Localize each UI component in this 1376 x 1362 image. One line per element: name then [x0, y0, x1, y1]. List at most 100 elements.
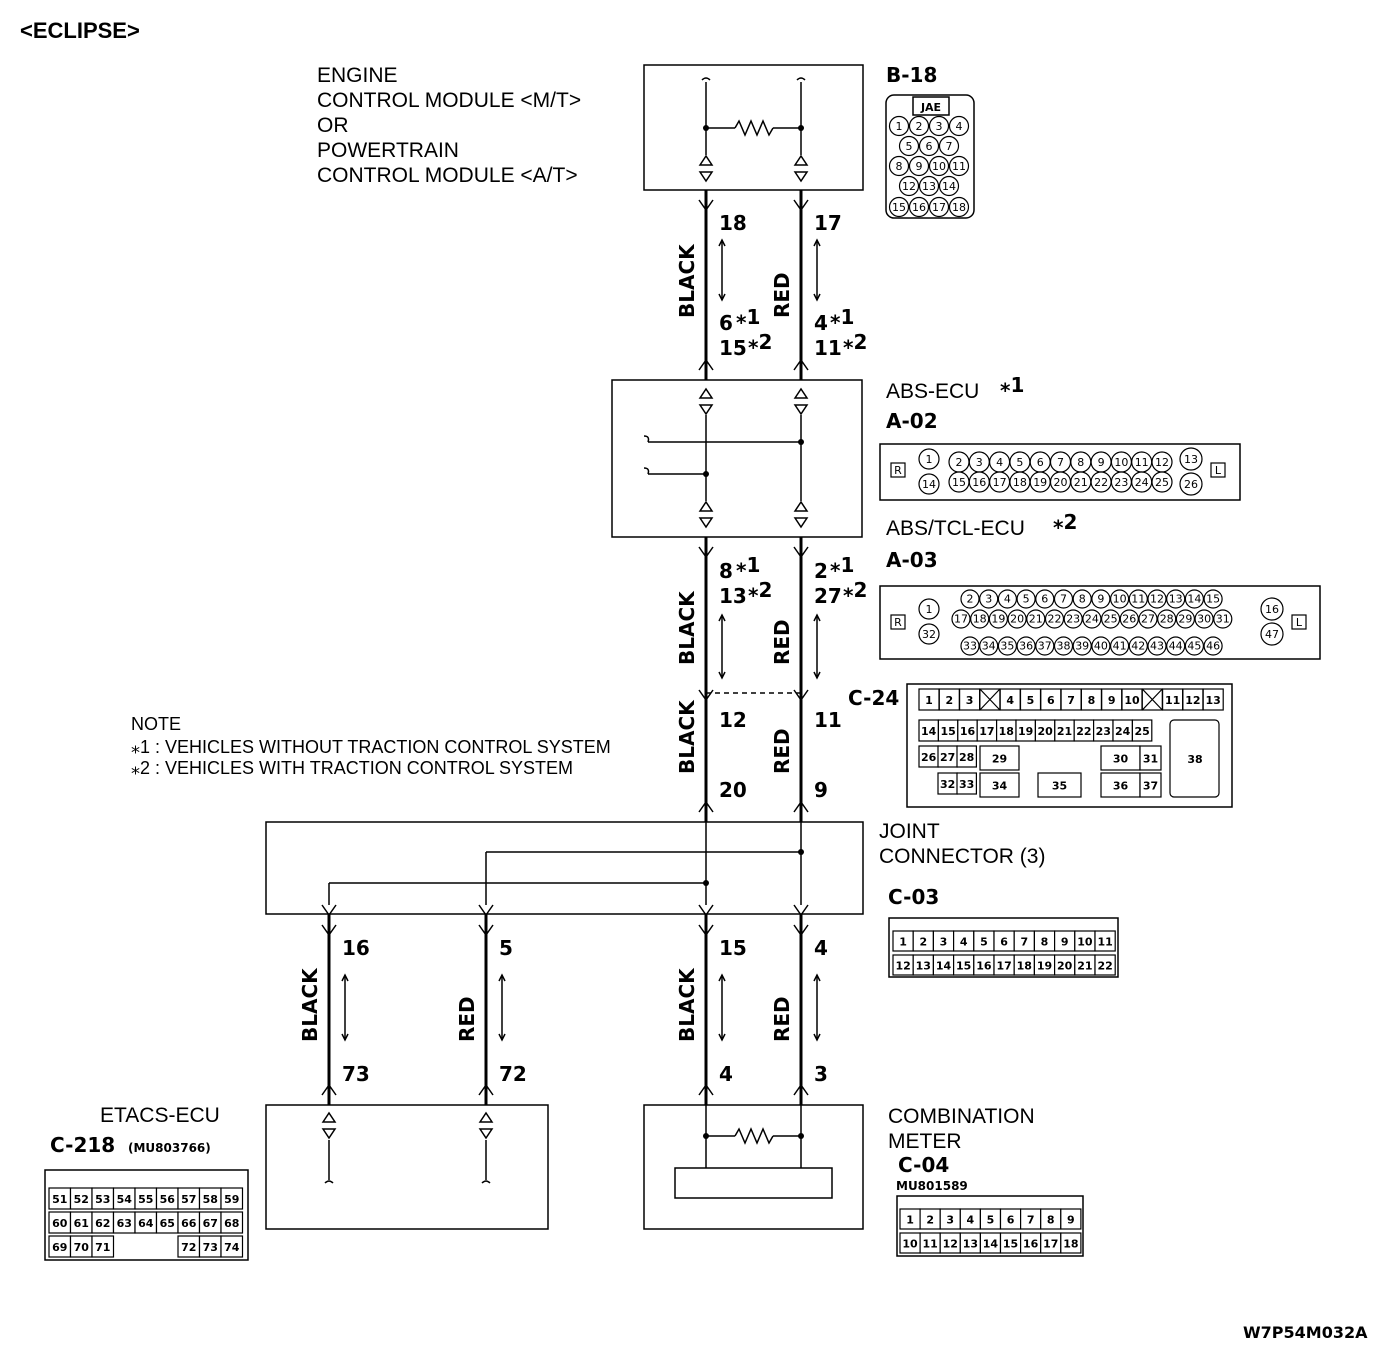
svg-text:14: 14 [942, 180, 956, 193]
connector-pin: 12 [939, 1232, 961, 1254]
connector-pin: 58 [198, 1187, 222, 1210]
connector-pin: 47 [1260, 622, 1284, 646]
connector-pin: 30 [1100, 745, 1141, 771]
connector-pin: 6 [1035, 589, 1055, 609]
svg-text:2: 2 [926, 1213, 934, 1226]
connector-pin: 11 [1161, 688, 1184, 711]
connector-pin: 20 [1049, 471, 1072, 493]
connector-pin: 18 [970, 609, 990, 629]
seg2-black-star2: ⁎2 [748, 578, 772, 602]
joint-label-line2: CONNECTOR (3) [879, 845, 1045, 868]
connector-pin: 9 [1101, 688, 1123, 711]
svg-text:74: 74 [224, 1241, 240, 1254]
seg1-red-star2: ⁎2 [843, 330, 867, 354]
svg-text:62: 62 [95, 1217, 110, 1230]
abs-box [611, 379, 863, 538]
svg-text:66: 66 [181, 1217, 197, 1230]
connector-pin: 72 [177, 1235, 201, 1258]
svg-text:4: 4 [956, 120, 963, 133]
connector-pin: 12 [892, 954, 914, 976]
svg-text:JAE: JAE [920, 101, 941, 114]
svg-text:3: 3 [940, 935, 948, 948]
svg-text:15: 15 [940, 725, 955, 738]
svg-text:24: 24 [1115, 725, 1131, 738]
svg-text:38: 38 [1057, 640, 1071, 653]
connector-pin: 5 [1019, 688, 1042, 711]
svg-text:37: 37 [1143, 779, 1158, 792]
svg-text:7: 7 [946, 140, 953, 153]
seg1-black-star1: ⁎1 [736, 305, 760, 329]
svg-text:1: 1 [899, 935, 907, 948]
connector-pin: 33 [956, 772, 977, 795]
seg2-red-label: RED [770, 619, 794, 665]
connector-pin: 10 [1074, 930, 1096, 952]
diagram-code: W7P54M032A [1243, 1323, 1368, 1342]
svg-text:18: 18 [1063, 1237, 1078, 1250]
connector-pin: 17 [976, 719, 998, 742]
seg1-red-pin-bot1: 4 [814, 311, 828, 335]
connector-pin: 4 [997, 589, 1018, 609]
connector-pin: 74 [220, 1235, 244, 1258]
a02-label: A-02 [886, 409, 938, 433]
svg-text:60: 60 [52, 1217, 68, 1230]
svg-text:15: 15 [956, 959, 971, 972]
connector-pin: 12 [1182, 688, 1204, 711]
svg-text:19: 19 [1037, 959, 1052, 972]
svg-text:73: 73 [203, 1241, 218, 1254]
svg-text:18: 18 [999, 725, 1014, 738]
connector-pin: 20 [1034, 719, 1056, 742]
svg-text:33: 33 [959, 778, 974, 791]
connector-pin: 51 [48, 1187, 72, 1210]
connector-pin: 15 [952, 954, 975, 976]
connector-pin: 2 [908, 115, 930, 137]
svg-text:39: 39 [1075, 640, 1089, 653]
connector-pin: 29 [1175, 609, 1196, 629]
connector-pin: 21 [1070, 471, 1092, 493]
seg2-black-star1: ⁎1 [736, 553, 760, 577]
seg4-black1-pin-bot: 73 [342, 1062, 370, 1086]
svg-text:2: 2 [916, 120, 923, 133]
abs-internal-circuit [643, 387, 809, 529]
connector-pin: 2 [948, 451, 970, 473]
seg1-red-pin-bot2: 11 [814, 336, 842, 360]
svg-text:17: 17 [954, 613, 968, 626]
connector-pin: 27 [1138, 609, 1158, 629]
seg2-black-pin1: 8 [719, 559, 733, 583]
svg-text:14: 14 [922, 478, 936, 491]
svg-text:20: 20 [1010, 613, 1024, 626]
ecm-internal-circuit [698, 77, 809, 183]
svg-text:4: 4 [1006, 694, 1014, 707]
connector-pin: 11 [948, 155, 970, 177]
svg-text:24: 24 [1085, 613, 1099, 626]
svg-text:18: 18 [973, 613, 987, 626]
svg-text:55: 55 [138, 1193, 153, 1206]
connector-pin: 11 [1131, 451, 1153, 473]
connector-pin: 59 [220, 1187, 244, 1210]
connector-pin: 25 [1151, 471, 1173, 493]
svg-text:54: 54 [117, 1193, 133, 1206]
svg-text:17: 17 [1043, 1237, 1058, 1250]
connector-pin: 6 [993, 930, 1015, 952]
seg4-red1-pin-bot: 72 [499, 1062, 527, 1086]
connector-pin: 8 [1040, 1208, 1062, 1230]
connector-pin: 56 [155, 1187, 179, 1210]
svg-text:31: 31 [1216, 613, 1230, 626]
svg-text:10: 10 [1077, 935, 1093, 948]
connector-pin: 37 [1035, 636, 1055, 656]
svg-text:67: 67 [203, 1217, 218, 1230]
svg-text:29: 29 [1178, 613, 1192, 626]
seg2-red-pin2: 27 [814, 584, 842, 608]
connector-pin: 36 [1100, 772, 1141, 798]
connector-pin: 41 [1109, 636, 1130, 656]
connector-pin: 65 [155, 1211, 179, 1234]
svg-text:6: 6 [1041, 593, 1048, 606]
svg-text:2: 2 [945, 694, 953, 707]
connector-pin: 14 [938, 175, 960, 197]
connector-pin: 18 [995, 719, 1017, 742]
svg-text:2: 2 [967, 593, 974, 606]
b18-label: B-18 [886, 63, 937, 87]
connector-pin: 4 [952, 930, 975, 952]
connector-pin: 69 [48, 1235, 72, 1258]
